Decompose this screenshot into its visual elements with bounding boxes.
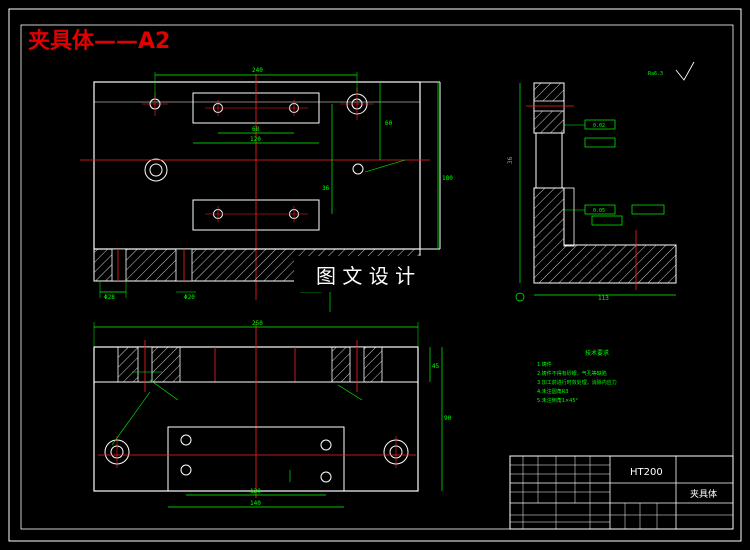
dim-side-h: 36 (507, 156, 514, 164)
dim-left-hole: Φ20 (184, 294, 195, 301)
front-hole-3 (320, 439, 332, 451)
dim-bottom-inner1: 120 (250, 488, 261, 495)
front-hole-4 (320, 471, 332, 483)
tech-req-line-5: 5.未注倒角1×45° (537, 397, 579, 404)
title-block-material: HT200 (630, 467, 663, 478)
drawing-title: 夹具体——A2 (28, 29, 170, 54)
drawing-border (8, 8, 742, 542)
dim-bottom-width: 250 (252, 320, 263, 327)
title-block-part-name: 夹具体 (690, 488, 717, 500)
tech-req-heading: 技术要求 (585, 349, 609, 357)
top-view-body (93, 81, 421, 250)
hole-mid-left-inner (149, 163, 163, 177)
tech-req-line-3: 3.加工前进行时效处理，消除内应力 (537, 379, 617, 386)
drawing-inner-border (20, 24, 734, 530)
roughness-symbol: Ra6.3 (648, 71, 663, 77)
dim-bottom-h2: 90 (444, 415, 452, 422)
dim-top-width: 240 (252, 67, 263, 74)
watermark-text: 图 文 设 计 (316, 264, 415, 288)
side-view-middle-bore (535, 132, 563, 189)
front-hole-2 (180, 464, 192, 476)
dim-right-h-total: 180 (442, 175, 453, 182)
title-block: HT200 夹具体 (509, 455, 734, 530)
side-view-section (533, 187, 677, 284)
dim-side-total-w: 113 (598, 295, 609, 302)
dim-upper-slot-outer: 120 (250, 136, 261, 143)
fcf-tol-b: 0.05 (593, 208, 605, 214)
tech-req-line-4: 4.未注圆角R3 (537, 388, 568, 395)
fcf-tol-a: 0.02 (593, 123, 605, 129)
watermark-box (294, 256, 458, 292)
side-view: 36 113 0.02 0.05 Ra6.3 (507, 61, 695, 302)
hole-right (352, 163, 364, 175)
front-hole-1 (180, 434, 192, 446)
dim-right-h1: 60 (385, 120, 393, 127)
tech-requirements: 技术要求 1.铸件 2.铸件不得有砂眼、气孔等缺陷 3.加工前进行时效处理，消除… (537, 349, 617, 404)
tech-req-line-2: 2.铸件不得有砂眼、气孔等缺陷 (537, 370, 607, 377)
dim-right-h2: 36 (322, 185, 330, 192)
dim-bottom-inner2: 140 (250, 500, 261, 507)
front-view-plate (167, 426, 345, 492)
dim-bottom-h1: 45 (432, 363, 440, 370)
hole-mid-left-outer (144, 158, 168, 182)
tech-req-line-1: 1.铸件 (537, 361, 552, 368)
front-view: 250 120 140 45 90 (93, 320, 452, 508)
dim-bottom-left: Φ28 (104, 294, 115, 301)
dim-upper-slot-inner: 68 (252, 126, 260, 133)
